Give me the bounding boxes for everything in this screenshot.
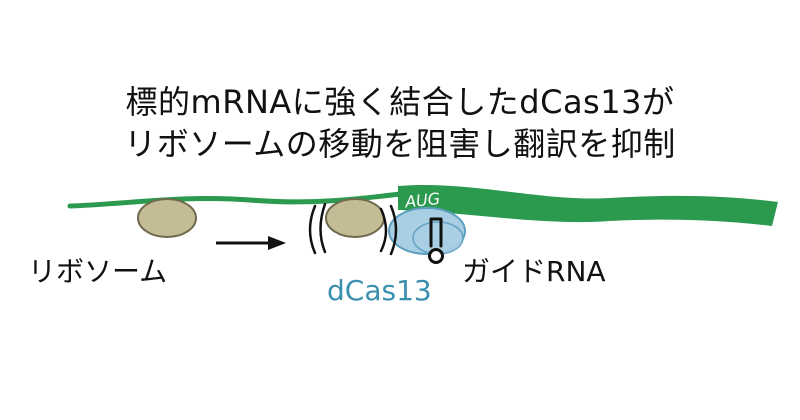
ribosome-approaching: [137, 198, 197, 238]
title-line-1: 標的mRNAに強く結合したdCas13が: [125, 83, 675, 121]
dcas13-label: dCas13: [327, 274, 432, 307]
ribosome-stalled: [325, 198, 385, 238]
ribosome-label: リボソーム: [28, 255, 168, 288]
mrna-strand-thick: [398, 184, 778, 226]
guide-rna-loop: [428, 248, 444, 264]
guide-rna-label: ガイドRNA: [462, 255, 606, 288]
guide-rna-hairpin: [429, 217, 443, 248]
start-codon-label: AUG: [403, 189, 441, 212]
movement-arrow: [216, 236, 286, 250]
vibration-marks: [308, 202, 398, 256]
title-line-2: リボソームの移動を阻害し翻訳を抑制: [124, 125, 676, 163]
